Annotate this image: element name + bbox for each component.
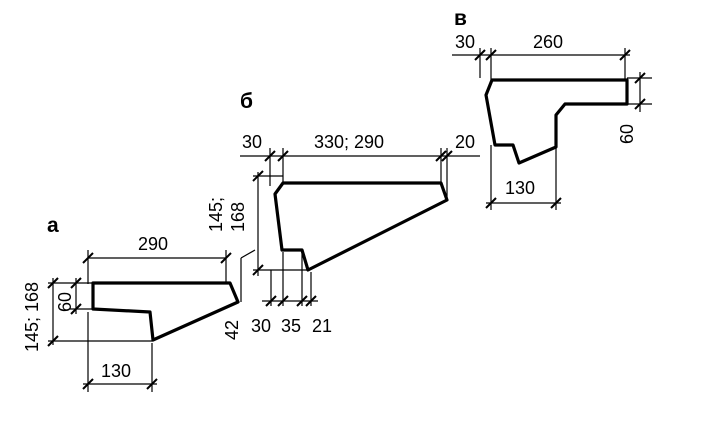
profile-b-top-width: 330; 290 [314,132,384,152]
profile-a-height-total: 145; 168 [22,282,42,352]
profile-a-right-edge: 42 [222,320,242,340]
profile-a-height-upper: 60 [55,292,75,312]
profile-b-height-line1: 145; [206,197,226,232]
profile-v-bottom-width: 130 [505,178,535,198]
profile-v-label: в [454,7,467,30]
profile-b-bottom-2: 35 [281,316,301,336]
profile-v: в 30 260 60 130 [452,7,652,210]
profile-b-bottom-1: 30 [251,316,271,336]
profile-b-left-offset: 30 [242,132,262,152]
profile-b-right-offset: 20 [455,132,475,152]
profile-a: а 290 145; 168 60 130 42 [22,214,256,392]
profile-a-bottom-width: 130 [101,361,131,381]
profile-v-left-offset: 30 [455,32,475,52]
profile-v-height-right: 60 [617,124,637,144]
profile-v-top-width: 260 [533,32,563,52]
profile-b: б 30 330; 290 20 145; 168 30 35 [206,90,480,336]
profile-a-outline [91,281,240,342]
profile-a-label: а [47,214,59,237]
profile-b-height-line2: 168 [228,202,248,232]
profile-b-bottom-3: 21 [312,316,332,336]
profile-a-top-width: 290 [138,234,168,254]
profile-b-label: б [240,90,253,113]
profile-b-outline [273,181,449,272]
